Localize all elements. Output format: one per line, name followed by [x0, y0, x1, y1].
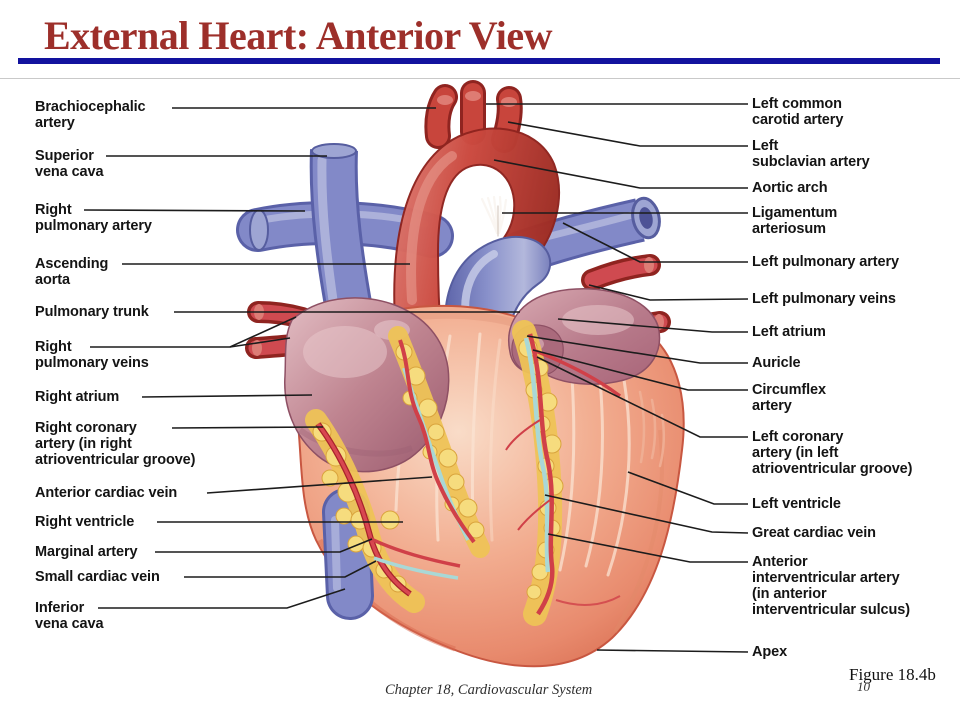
leader-left-subclavian-artery: [507, 121, 748, 147]
label-anterior-cardiac-vein: Anterior cardiac vein: [35, 485, 178, 501]
label-right-pulmonary-veins: Right pulmonary veins: [35, 339, 149, 371]
great-cardiac-vein-shape: [523, 337, 551, 573]
label-pulmonary-trunk: Pulmonary trunk: [35, 304, 149, 320]
page-title: External Heart: Anterior View: [44, 13, 552, 58]
label-great-cardiac-vein: Great cardiac vein: [752, 525, 876, 541]
coronary-vessels: [305, 320, 622, 626]
leader-anterior-interventricular-artery: [547, 533, 748, 563]
figure-top-border: [0, 78, 960, 79]
figure-caption: Figure 18.4b: [849, 665, 936, 684]
label-inferior-vena-cava: Inferior vena cava: [35, 600, 104, 632]
label-circumflex-artery: Circumflex artery: [752, 382, 826, 414]
inferior-vena-cava-shape: [322, 488, 374, 620]
ligamentum-arteriosum-shape: [480, 195, 508, 237]
label-left-coronary-artery-in-left-atrioventricular-groove: Left coronary artery (in left atrioventr…: [752, 429, 913, 477]
leader-left-atrium: [557, 318, 748, 333]
label-auricle: Auricle: [752, 355, 801, 371]
leader-right-coronary-artery: [171, 426, 324, 429]
leader-lines: [83, 103, 749, 653]
leader-left-pulmonary-artery: [562, 222, 748, 263]
label-brachiocephalic-artery: Brachiocephalic artery: [35, 99, 146, 131]
label-left-pulmonary-artery: Left pulmonary artery: [752, 254, 899, 270]
anterior-interventricular-artery-shape: [527, 333, 555, 616]
leader-circumflex-artery: [532, 349, 748, 391]
label-right-ventricle: Right ventricle: [35, 514, 135, 530]
label-aortic-arch: Aortic arch: [752, 180, 828, 196]
leader-left-coronary-artery: [536, 356, 748, 438]
label-right-atrium: Right atrium: [35, 389, 120, 405]
label-left-pulmonary-veins: Left pulmonary veins: [752, 291, 896, 307]
leader-inferior-vena-cava: [98, 588, 346, 609]
leader-small-cardiac-vein: [184, 560, 377, 578]
label-ligamentum-arteriosum: Ligamentum arteriosum: [752, 205, 838, 237]
footer-chapter: Chapter 18, Cardiovascular System: [385, 682, 593, 698]
label-small-cardiac-vein: Small cardiac vein: [35, 569, 160, 585]
leader-right-pulmonary-veins-2: [229, 337, 291, 348]
leader-aortic-arch: [493, 159, 748, 189]
leader-right-pulmonary-artery: [83, 209, 306, 212]
label-left-subclavian-artery: Left subclavian artery: [752, 138, 870, 170]
leader-left-pulmonary-veins: [588, 284, 749, 301]
circumflex-artery-shape: [532, 348, 622, 398]
title-underline: [18, 58, 940, 64]
leader-anterior-cardiac-vein: [206, 476, 433, 494]
leader-great-cardiac-vein: [544, 494, 749, 534]
label-superior-vena-cava: Superior vena cava: [35, 148, 104, 180]
label-left-common-carotid-artery: Left common carotid artery: [752, 96, 844, 128]
superior-vena-cava-shape: [309, 143, 374, 320]
page-number: 10: [857, 679, 870, 694]
small-cardiac-vein-shape: [373, 556, 459, 580]
leader-left-ventricle: [627, 471, 748, 505]
label-ascending-aorta: Ascending aorta: [35, 256, 109, 288]
label-right-pulmonary-artery: Right pulmonary artery: [35, 202, 152, 234]
leader-auricle: [526, 335, 748, 364]
leader-right-atrium: [141, 394, 313, 398]
label-left-ventricle: Left ventricle: [752, 496, 841, 512]
leader-marginal-artery: [155, 538, 373, 553]
aorta-shape: [393, 80, 560, 337]
label-marginal-artery: Marginal artery: [35, 544, 138, 560]
leader-apex: [596, 649, 749, 653]
label-right-coronary-artery-in-right-atrioventricular-groove: Right coronary artery (in right atrioven…: [35, 420, 196, 468]
marginal-artery-shape: [368, 536, 461, 568]
label-apex: Apex: [752, 644, 788, 660]
label-anterior-interventricular-artery-in-anterior-interventricular-sulcus: Anterior interventricular artery (in ant…: [752, 554, 910, 618]
label-left-atrium: Left atrium: [752, 324, 826, 340]
